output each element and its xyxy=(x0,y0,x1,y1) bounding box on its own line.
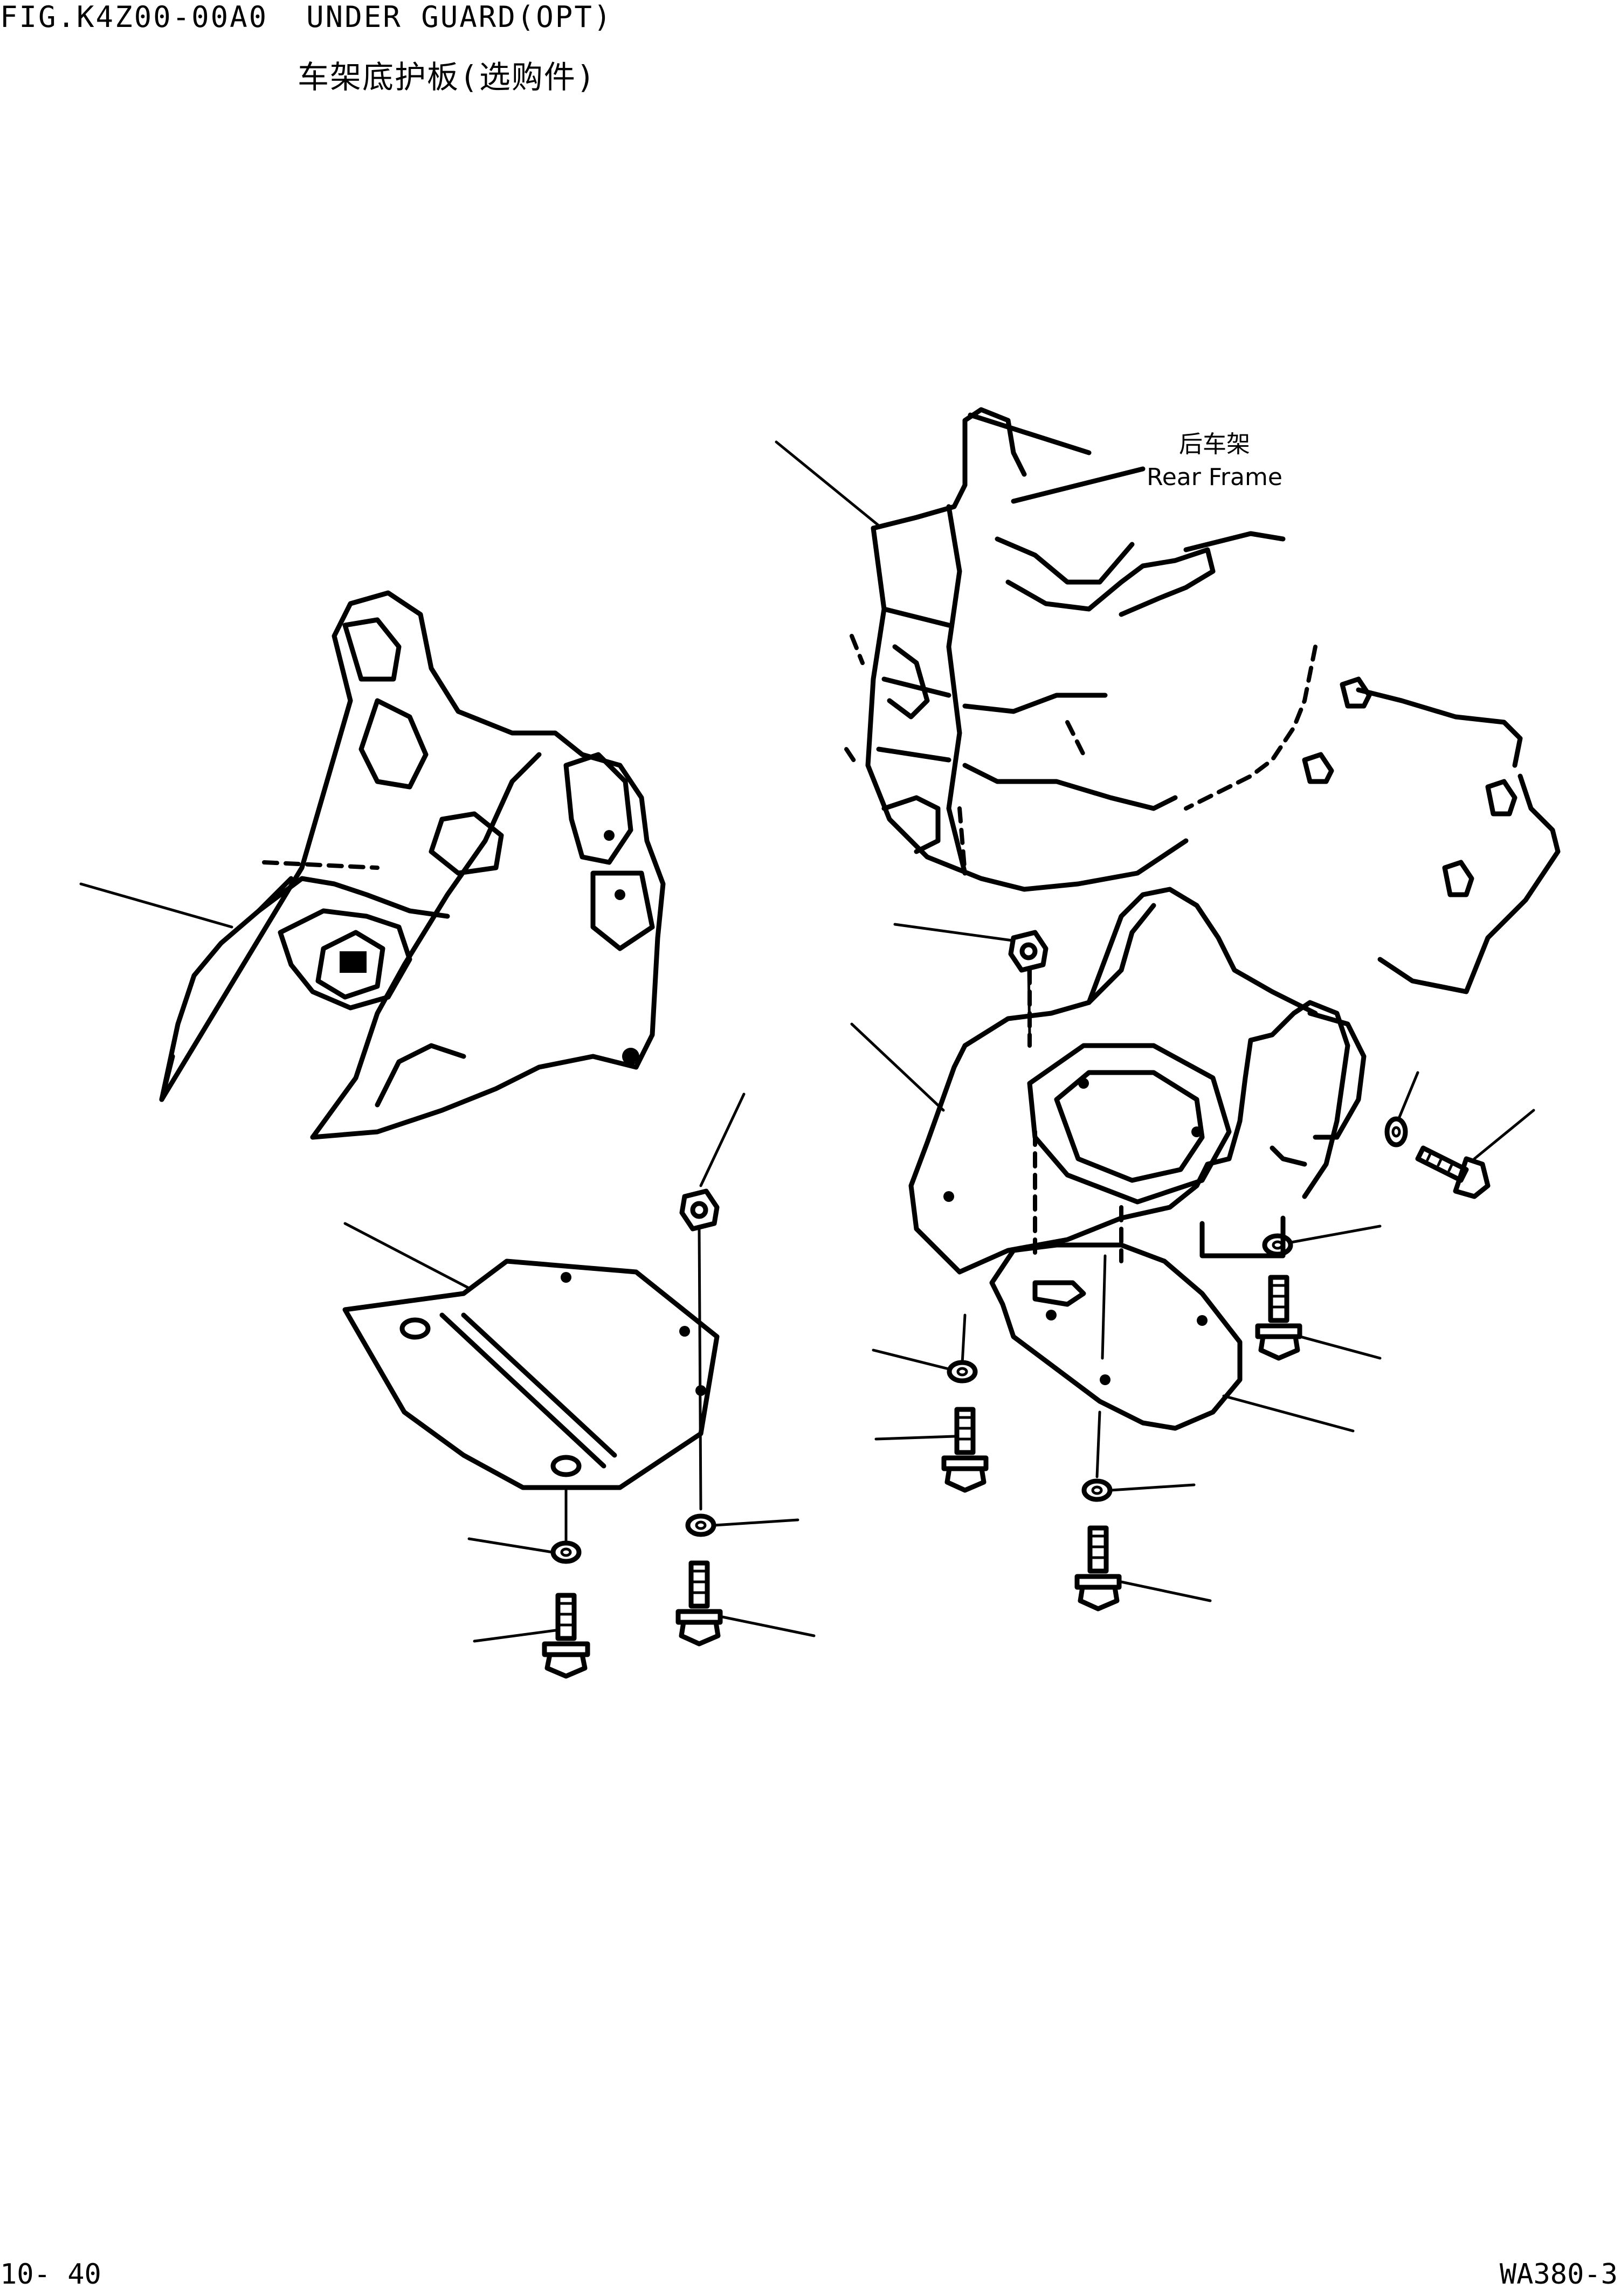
leader-line xyxy=(1289,1225,1382,1244)
rear-frame-mount-area xyxy=(1184,645,1561,994)
center-washer xyxy=(685,1513,716,1537)
side-washer xyxy=(1384,1116,1408,1147)
left-washer xyxy=(550,1540,582,1564)
rear-frame xyxy=(844,407,1286,892)
leader-line xyxy=(872,1348,950,1371)
lower-right-washer xyxy=(1081,1478,1113,1502)
lower-left-bolt xyxy=(941,1407,989,1493)
leader-line xyxy=(467,1537,554,1554)
leader-line xyxy=(721,1615,816,1637)
assembly-line xyxy=(1095,1410,1101,1478)
page-number: 10- 40 xyxy=(0,2258,101,2291)
figure-title: FIG.K4Z00-00A0 UNDER GUARD(OPT) xyxy=(0,0,613,34)
leader-line xyxy=(1109,1483,1196,1492)
lower-left-washer xyxy=(947,1360,978,1384)
leader-line xyxy=(893,923,1014,942)
leader-line xyxy=(1120,1580,1212,1602)
leader-line xyxy=(1299,1335,1382,1360)
front-frame xyxy=(159,590,666,1140)
assembly-line xyxy=(698,1227,702,1511)
rear-frame-label-en: Rear Frame xyxy=(1147,464,1282,491)
leader-line xyxy=(343,1222,471,1290)
assembly-line xyxy=(1101,1254,1107,1360)
right-main-guard xyxy=(908,887,1367,1275)
right-lower-guard-plate xyxy=(989,1242,1243,1431)
left-under-guard-plate xyxy=(342,1258,720,1490)
rear-frame-label-cn: 后车架 xyxy=(1179,431,1250,458)
right-nut xyxy=(1008,930,1049,973)
leader-line xyxy=(874,1435,956,1441)
leader-line xyxy=(850,1022,945,1112)
leader-line xyxy=(1397,1071,1419,1120)
mount-nut xyxy=(1302,676,1517,897)
right-bolt-upper xyxy=(1255,1275,1302,1361)
right-washer-upper xyxy=(1262,1233,1293,1257)
leader-line xyxy=(1473,1109,1535,1160)
model-code: WA380-3 xyxy=(1499,2258,1618,2291)
lower-right-bolt xyxy=(1074,1525,1122,1612)
leader-line xyxy=(473,1629,557,1643)
leader-line xyxy=(713,1518,799,1527)
assembly-line xyxy=(1027,969,1031,1036)
figure-title-cn: 车架底护板(选购件) xyxy=(298,59,596,95)
leader-line xyxy=(79,882,233,929)
leader-line xyxy=(1222,1394,1355,1433)
side-bolt xyxy=(1415,1145,1491,1199)
left-nut xyxy=(679,1188,720,1232)
leader-line xyxy=(775,440,880,527)
assembly-line xyxy=(961,1313,967,1365)
left-bolt xyxy=(542,1593,590,1679)
leader-line xyxy=(699,1092,746,1187)
center-bolt xyxy=(675,1560,723,1647)
